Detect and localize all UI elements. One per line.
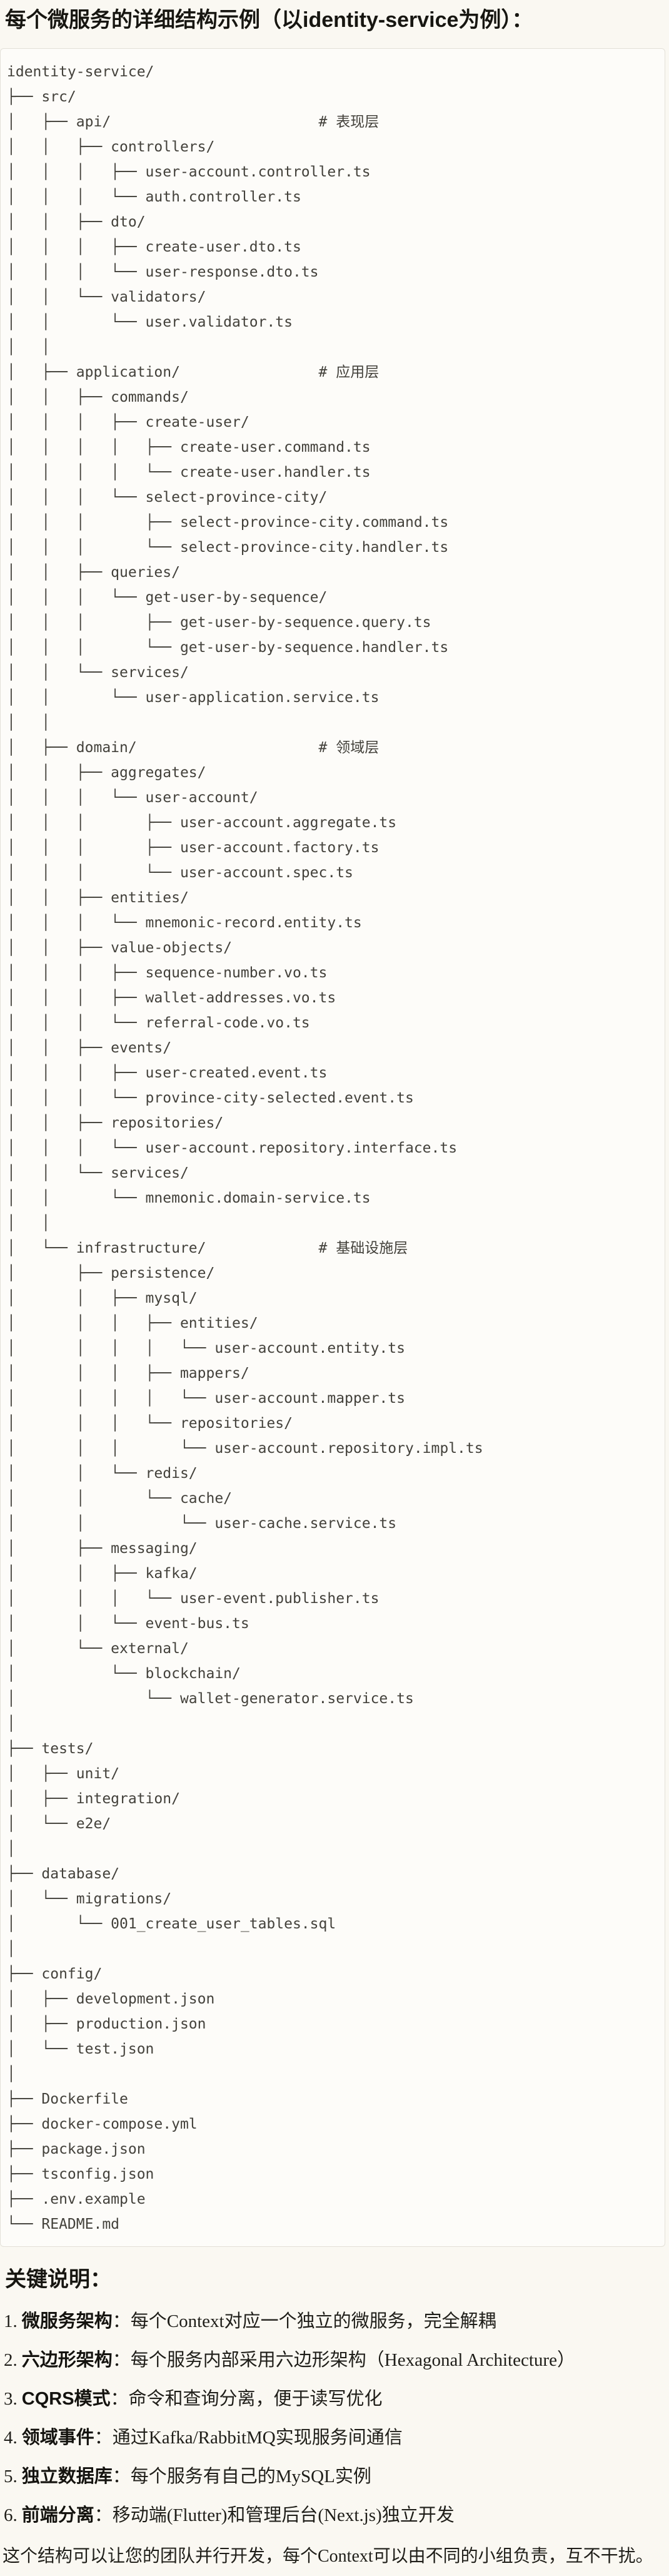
list-item: 6.前端分离：移动端(Flutter)和管理后台(Next.js)独立开发 [4,2503,665,2528]
list-item-text: ：移动端(Flutter)和管理后台(Next.js)独立开发 [94,2505,455,2525]
list-item-text: ：命令和查询分离，便于读写优化 [110,2389,383,2409]
list-item-label: 前端分离 [21,2505,94,2525]
list-item-text: ：通过Kafka/RabbitMQ实现服务间通信 [94,2428,403,2448]
list-item-label: 六边形架构 [21,2350,113,2370]
list-item-number: 6. [4,2505,18,2525]
list-item-label: 微服务架构 [21,2311,113,2331]
key-notes-list: 1.微服务架构：每个Context对应一个独立的微服务，完全解耦 2.六边形架构… [0,2309,669,2528]
list-item-label: 领域事件 [21,2428,94,2448]
list-item-text: ：每个服务有自己的MySQL实例 [112,2467,371,2487]
page-title: 每个微服务的详细结构示例（以identity-service为例）： [5,8,533,32]
list-item-number: 4. [4,2428,18,2448]
closing-paragraph: 这个结构可以让您的团队并行开发，每个Context可以由不同的小组负责，互不干扰… [3,2547,653,2566]
list-item: 2.六边形架构：每个服务内部采用六边形架构（Hexagonal Architec… [4,2348,665,2373]
list-item: 3.CQRS模式：命令和查询分离，便于读写优化 [4,2386,665,2411]
directory-tree-code-block: identity-service/ ├── src/ │ ├── api/ # … [0,48,665,2247]
list-item-number: 2. [4,2350,18,2370]
list-item: 4.领域事件：通过Kafka/RabbitMQ实现服务间通信 [4,2425,665,2450]
list-item-label: CQRS模式 [21,2389,111,2409]
directory-tree: identity-service/ ├── src/ │ ├── api/ # … [7,64,483,2232]
list-item: 1.微服务架构：每个Context对应一个独立的微服务，完全解耦 [4,2309,665,2334]
list-item-text: ：每个服务内部采用六边形架构（Hexagonal Architecture） [112,2350,575,2370]
list-item-number: 1. [4,2311,18,2331]
list-item-text: ：每个Context对应一个独立的微服务，完全解耦 [112,2311,496,2331]
list-item-number: 5. [4,2467,18,2487]
list-item: 5.独立数据库：每个服务有自己的MySQL实例 [4,2464,665,2489]
list-item-label: 独立数据库 [21,2467,113,2487]
key-notes-heading: 关键说明： [5,2268,111,2291]
list-item-number: 3. [4,2389,18,2409]
